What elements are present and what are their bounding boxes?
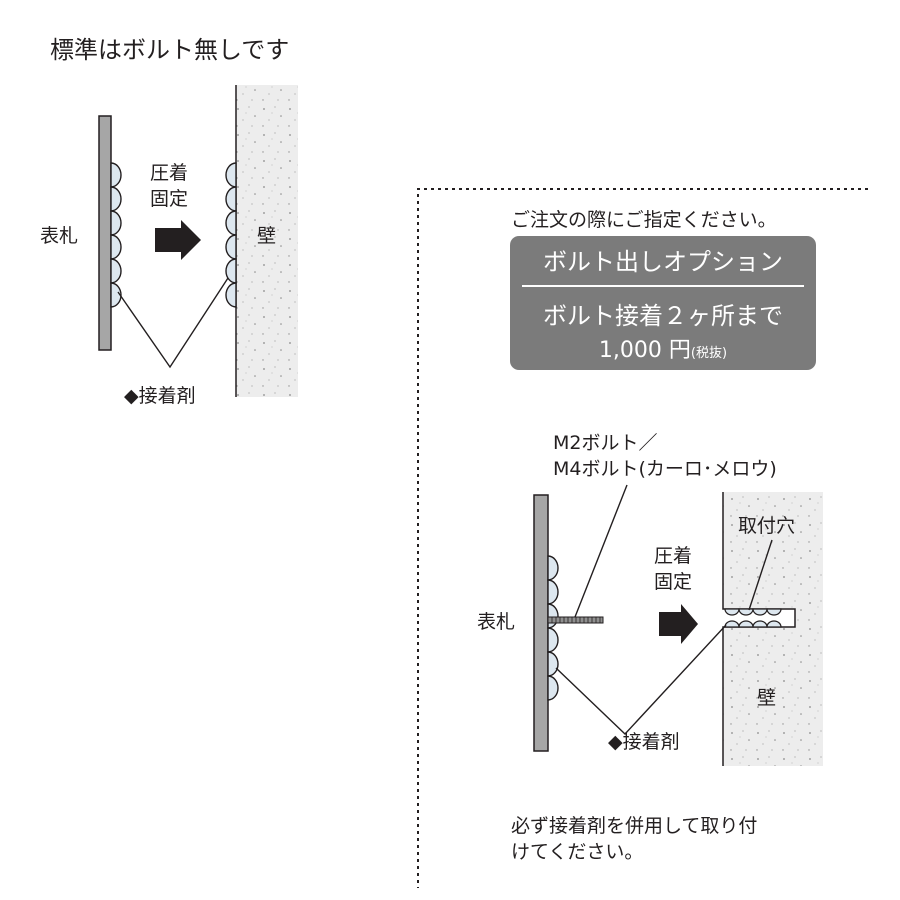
option-box-heading: ボルト出しオプション [543,248,783,276]
standard-wall-adhesive-dots [225,162,237,308]
option-box-price: 1,000 円 [598,338,691,363]
option-plate-label: 表札 [477,611,516,633]
option-instruction: ご注文の際にご指定ください。 [511,209,777,231]
standard-adhesive-leader [117,277,229,369]
option-wall [722,492,823,766]
option-press-arrow [659,604,698,644]
standard-wall-label: 壁 [257,225,277,247]
option-plate-adhesive-dots [547,555,559,701]
option-nameplate [533,494,549,752]
bolt-label: M2ボルト／ M4ボルト(カーロ･メロウ) [553,432,777,480]
option-adhesive-label: ◆接着剤 [608,731,680,753]
mount-hole-adhesive [724,608,782,628]
mount-hole-label: 取付穴 [738,515,796,537]
standard-wall [235,85,298,397]
mount-hole-leader [748,539,773,611]
standard-adhesive-label: ◆接着剤 [124,385,196,407]
standard-press-arrow [155,220,201,260]
option-box: ボルト出しオプション ボルト接着２ヶ所まで 1,000 円(税抜) [510,236,816,370]
footer-note: 必ず接着剤を併用して取り付 けてください。 [511,815,758,863]
bolt-leader [574,484,628,618]
option-adhesive-leader [555,624,727,735]
option-wall-label: 壁 [757,687,777,709]
standard-plate-label: 表札 [40,225,79,247]
standard-press-label: 圧着 固定 [150,162,189,210]
option-press-label: 圧着 固定 [654,545,693,593]
option-box-tax-note: (税抜) [690,346,728,361]
option-box-price-row: 1,000 円(税抜) [510,332,816,364]
standard-plate-adhesive-dots [110,162,122,308]
option-box-divider [522,285,804,287]
standard-nameplate [98,115,112,351]
section-divider [417,188,868,888]
option-box-detail: ボルト接着２ヶ所まで [543,302,783,330]
bolt [547,616,604,624]
standard-title: 標準はボルト無しです [50,36,290,64]
